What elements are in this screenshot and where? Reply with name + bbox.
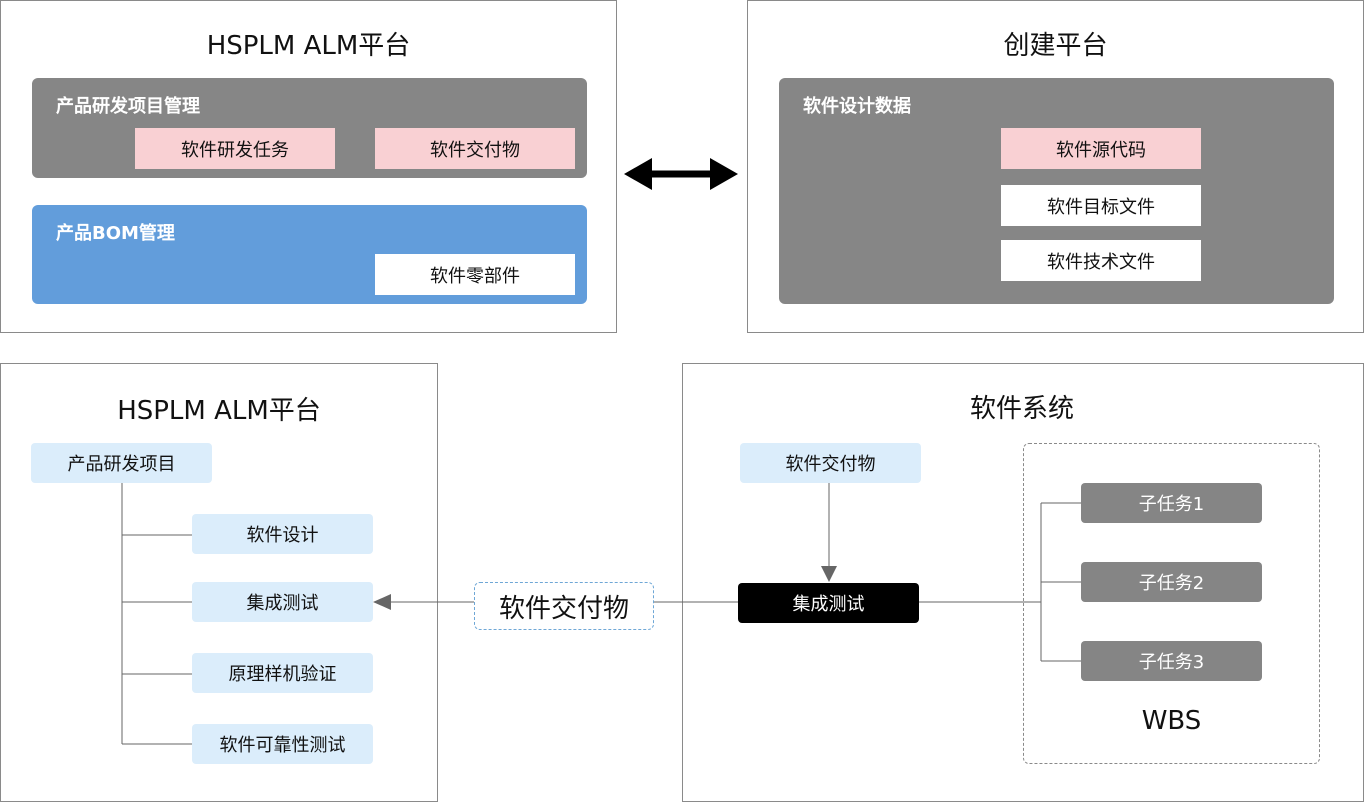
bottom-left-title: HSPLM ALM平台 <box>117 396 321 426</box>
tech-doc-box: 软件技术文件 <box>1001 240 1201 281</box>
object-file-box: 软件目标文件 <box>1001 185 1201 226</box>
software-design-data-label: 软件设计数据 <box>803 96 911 117</box>
flow-line <box>373 594 738 610</box>
wbs-container: WBS <box>1023 443 1320 764</box>
subtask-1-box: 子任务1 <box>1081 483 1262 523</box>
software-design-data-group: 软件设计数据 软件源代码 软件目标文件 软件技术文件 <box>779 78 1334 304</box>
deliverable-connector-label: 软件交付物 <box>474 582 654 630</box>
double-arrow-icon <box>624 158 738 190</box>
project-management-label: 产品研发项目管理 <box>56 96 200 117</box>
left-arrow-icon <box>373 594 391 610</box>
prototype-verification-box: 原理样机验证 <box>192 653 373 693</box>
integration-test-box: 集成测试 <box>192 582 373 622</box>
software-deliverable-box: 软件交付物 <box>375 128 575 169</box>
bottom-right-title: 软件系统 <box>969 394 1074 424</box>
reliability-test-box: 软件可靠性测试 <box>192 724 373 764</box>
wbs-tree-lines <box>918 502 1081 662</box>
subtask-3-box: 子任务3 <box>1081 641 1262 681</box>
tree-lines <box>121 482 192 745</box>
top-right-panel: 创建平台 软件设计数据 软件源代码 软件目标文件 软件技术文件 <box>747 0 1364 333</box>
software-dev-task-box: 软件研发任务 <box>135 128 335 169</box>
wbs-label: WBS <box>1141 706 1202 736</box>
bom-management-label: 产品BOM管理 <box>56 223 175 244</box>
subtask-2-box: 子任务2 <box>1081 562 1262 602</box>
top-left-panel: HSPLM ALM平台 产品研发项目管理 软件研发任务 软件交付物 产品BOM管… <box>0 0 617 333</box>
software-design-box: 软件设计 <box>192 514 373 554</box>
source-code-box: 软件源代码 <box>1001 128 1201 169</box>
system-integration-test-box: 集成测试 <box>738 583 919 623</box>
down-arrow <box>821 483 837 582</box>
product-dev-project-box: 产品研发项目 <box>31 443 212 483</box>
bom-management-group: 产品BOM管理 软件零部件 <box>32 205 587 304</box>
project-management-group: 产品研发项目管理 软件研发任务 软件交付物 <box>32 78 587 178</box>
system-deliverable-box: 软件交付物 <box>740 443 921 483</box>
down-arrow-icon <box>821 566 837 582</box>
software-part-box: 软件零部件 <box>375 254 575 295</box>
top-left-title: HSPLM ALM平台 <box>206 31 411 61</box>
top-right-title: 创建平台 <box>1003 31 1108 61</box>
